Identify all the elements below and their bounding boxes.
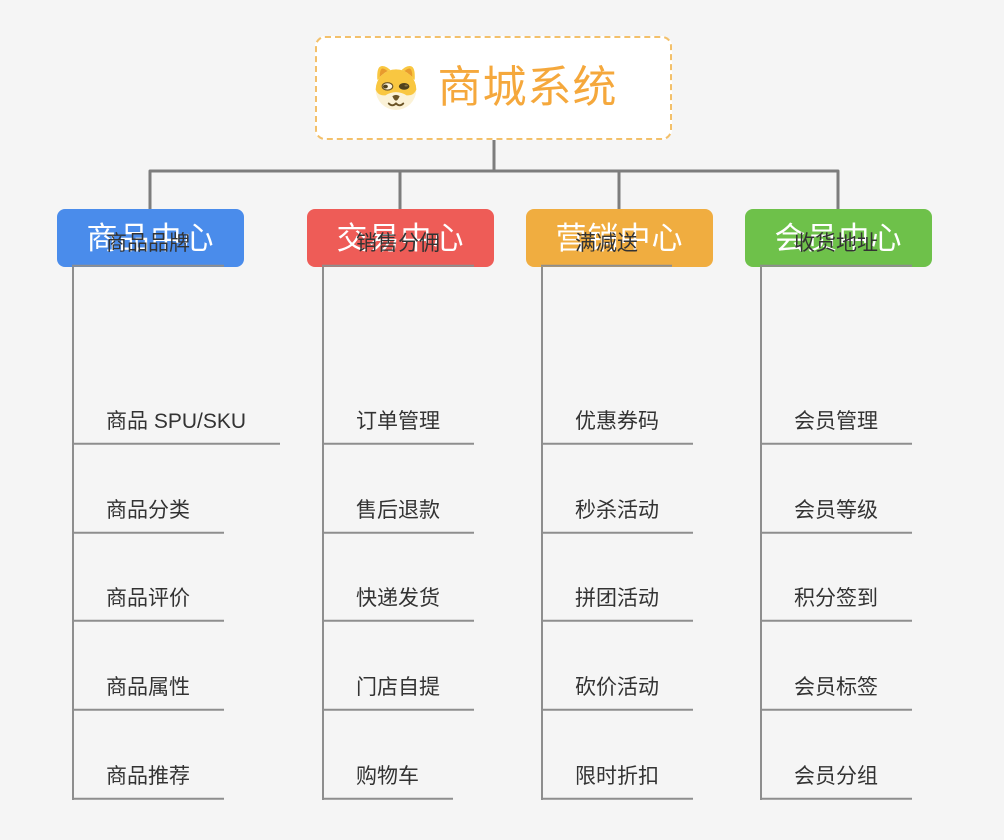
leaf-node[interactable]: 满减送 <box>541 231 672 267</box>
leaf-node[interactable]: 砍价活动 <box>541 675 693 711</box>
leaf-node[interactable]: 会员管理 <box>760 409 912 445</box>
root-node[interactable]: 商城系统 <box>315 36 672 140</box>
leaf-list-marketing-center: 优惠券码 秒杀活动 拼团活动 砍价活动 限时折扣 满减送 <box>541 232 776 800</box>
doge-dog-icon <box>375 65 416 110</box>
leaf-node[interactable]: 积分签到 <box>760 586 912 622</box>
leaf-node[interactable]: 商品 SPU/SKU <box>72 409 281 445</box>
branch-col-marketing-center: 营销中心 优惠券码 秒杀活动 拼团活动 砍价活动 限时折扣 满减送 <box>526 209 776 800</box>
leaf-node[interactable]: 订单管理 <box>322 409 474 445</box>
leaf-node[interactable]: 优惠券码 <box>541 409 693 445</box>
branch-col-member-center: 会员中心 会员管理 会员等级 积分签到 会员标签 会员分组 收货地址 <box>745 209 995 800</box>
branch-node-member-center[interactable]: 会员中心 <box>745 209 932 267</box>
branch-col-product-center: 商品中心 商品 SPU/SKU 商品分类 商品评价 商品属性 商品推荐 商品品牌 <box>57 209 307 800</box>
leaf-node[interactable]: 销售分佣 <box>322 231 474 267</box>
leaf-node[interactable]: 购物车 <box>322 764 453 800</box>
leaf-node[interactable]: 商品属性 <box>72 675 224 711</box>
leaf-node[interactable]: 秒杀活动 <box>541 498 693 534</box>
leaf-list-member-center: 会员管理 会员等级 积分签到 会员标签 会员分组 收货地址 <box>760 232 995 800</box>
branch-node-marketing-center[interactable]: 营销中心 <box>526 209 713 267</box>
leaf-node[interactable]: 快递发货 <box>322 586 474 622</box>
leaf-node[interactable]: 会员分组 <box>760 764 912 800</box>
leaf-node[interactable]: 售后退款 <box>322 498 474 534</box>
root-title: 商城系统 <box>437 63 618 112</box>
leaf-list-trade-center: 订单管理 售后退款 快递发货 门店自提 购物车 销售分佣 <box>322 232 557 800</box>
branch-node-product-center[interactable]: 商品中心 <box>57 209 244 267</box>
leaf-node[interactable]: 会员标签 <box>760 675 912 711</box>
leaf-node[interactable]: 会员等级 <box>760 498 912 534</box>
leaf-node[interactable]: 商品分类 <box>72 498 224 534</box>
leaf-node[interactable]: 商品推荐 <box>72 764 224 800</box>
leaf-node[interactable]: 限时折扣 <box>541 764 693 800</box>
branch-col-trade-center: 交易中心 订单管理 售后退款 快递发货 门店自提 购物车 销售分佣 <box>307 209 557 800</box>
leaf-node[interactable]: 拼团活动 <box>541 586 693 622</box>
leaf-node[interactable]: 商品品牌 <box>72 231 224 267</box>
leaf-node[interactable]: 收货地址 <box>760 231 912 267</box>
branch-node-trade-center[interactable]: 交易中心 <box>307 209 494 267</box>
leaf-node[interactable]: 门店自提 <box>322 675 474 711</box>
leaf-node[interactable]: 商品评价 <box>72 586 224 622</box>
leaf-list-product-center: 商品 SPU/SKU 商品分类 商品评价 商品属性 商品推荐 商品品牌 <box>72 232 307 800</box>
